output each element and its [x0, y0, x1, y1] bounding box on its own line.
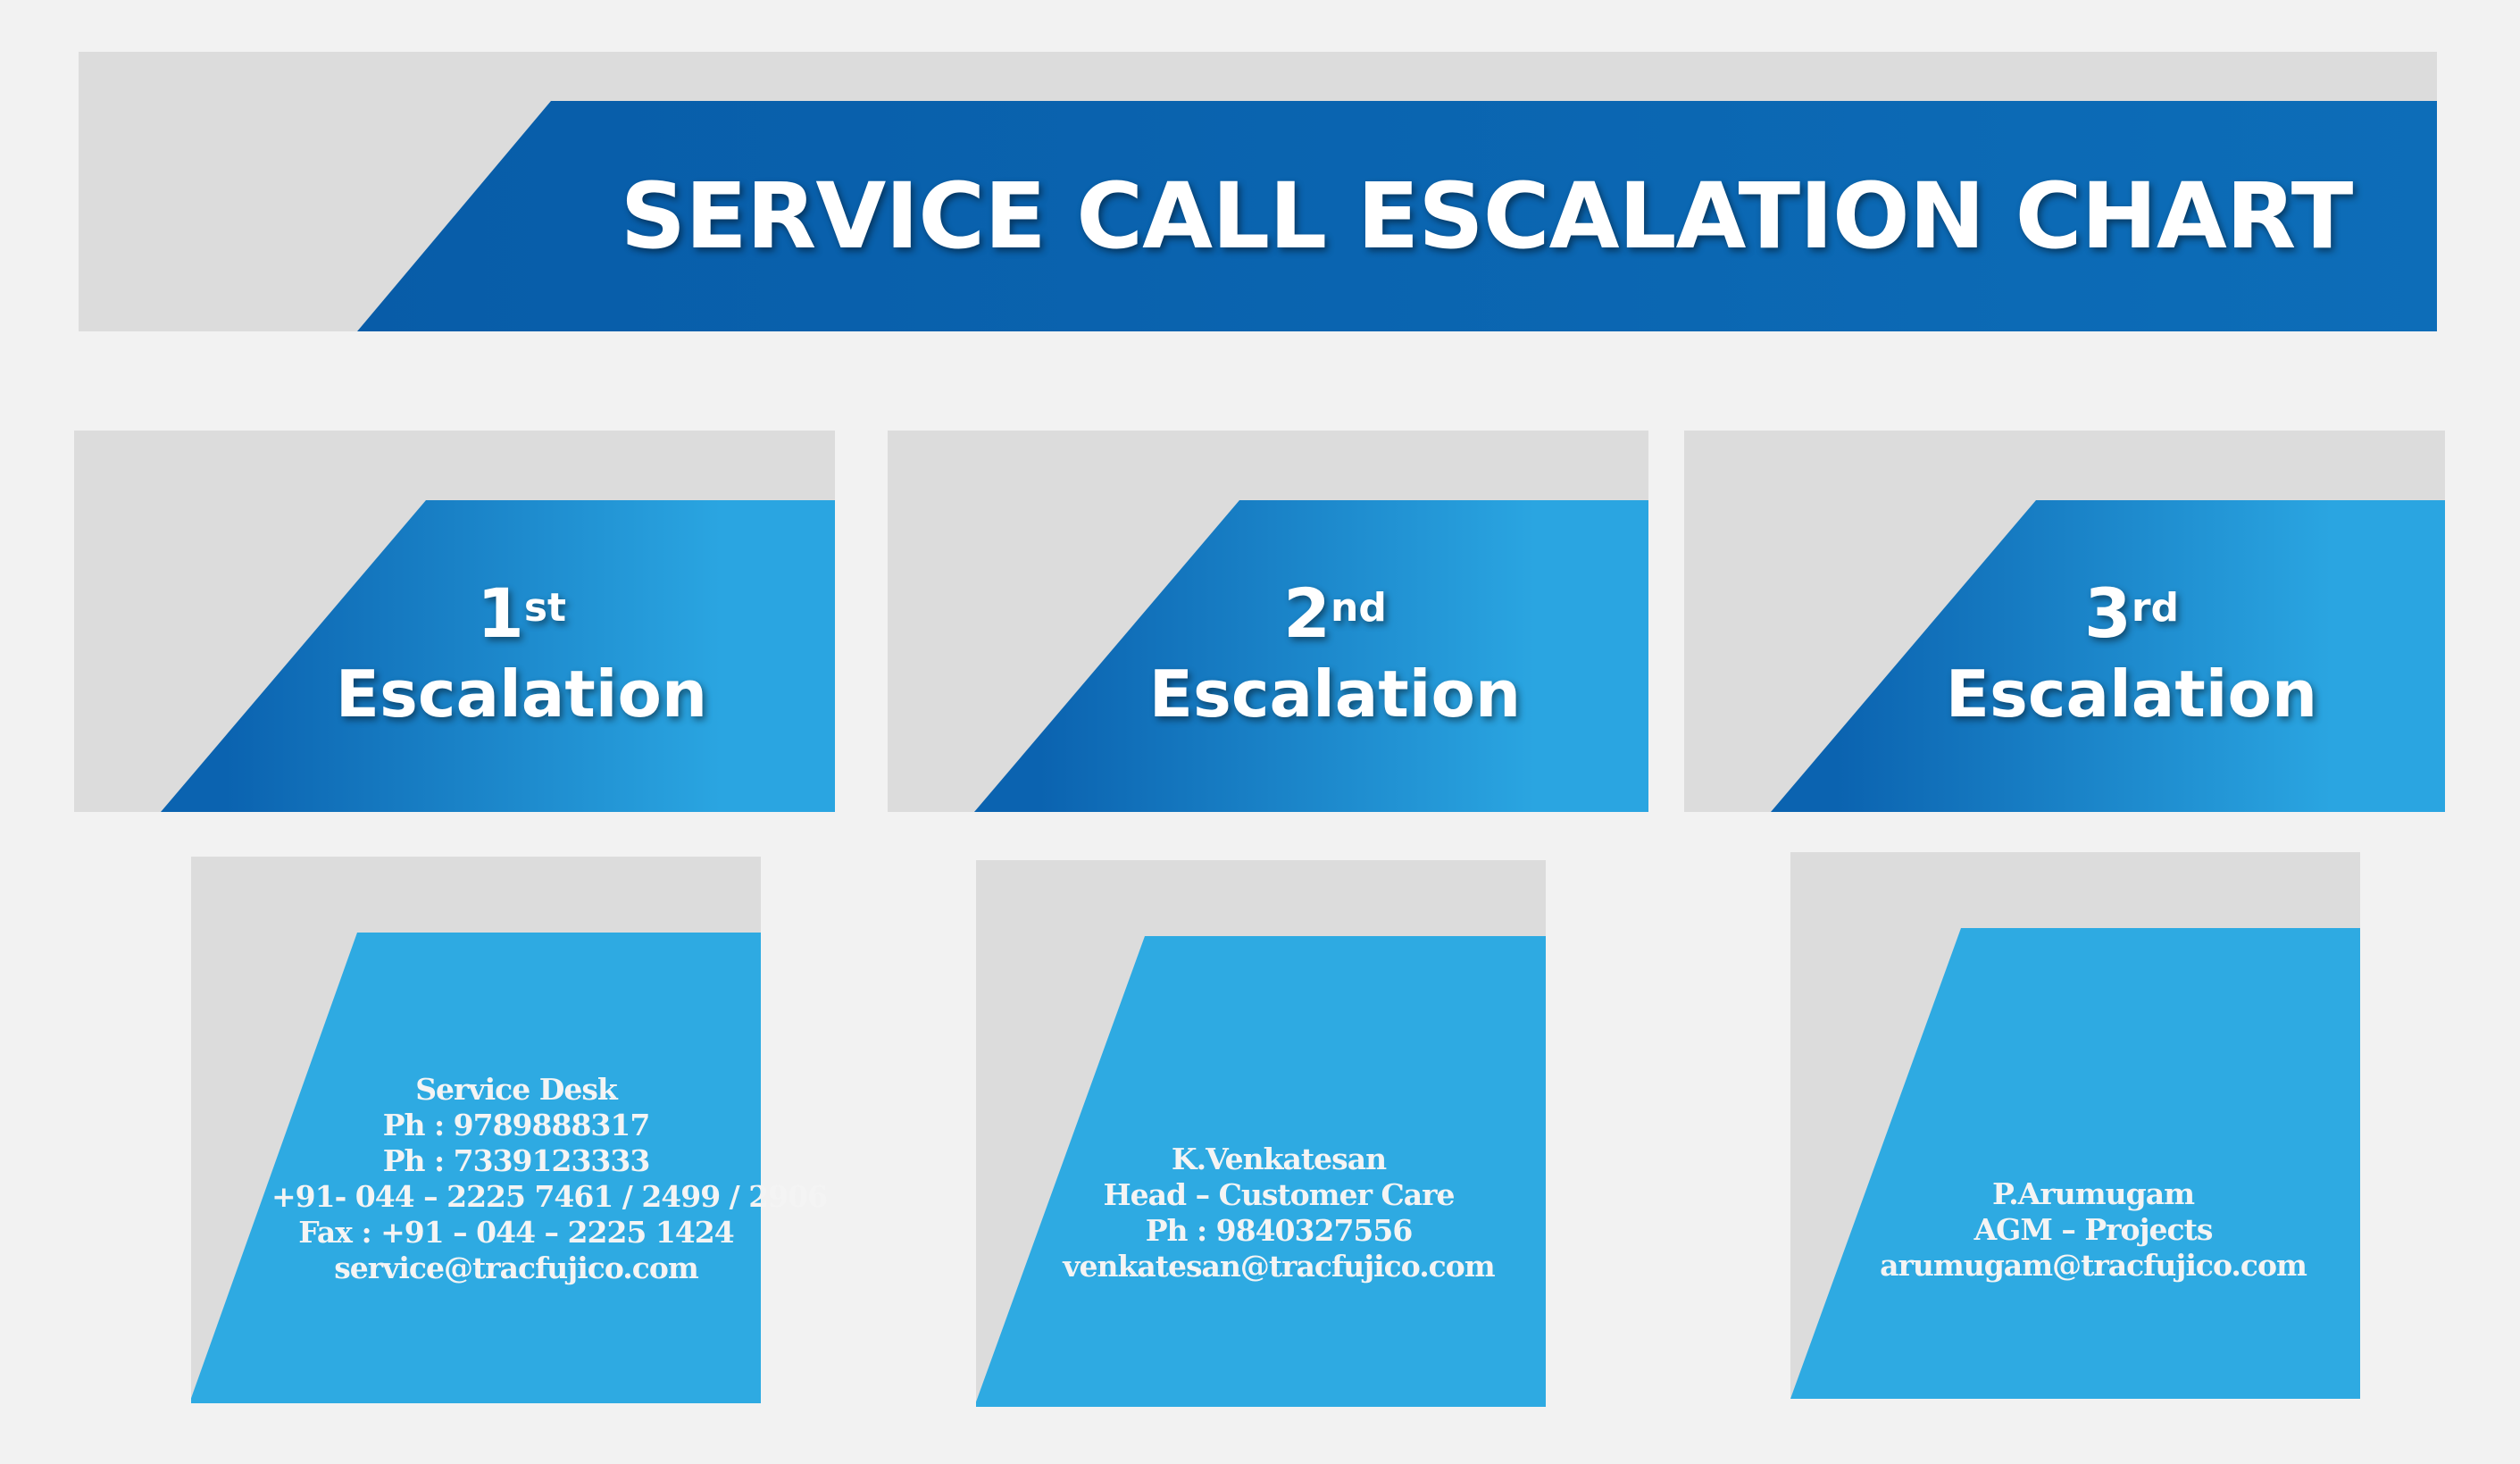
- contact-title: AGM – Projects: [1973, 1212, 2214, 1247]
- level-number: 1: [476, 573, 524, 653]
- level-suffix: rd: [2131, 585, 2180, 631]
- contact-phone: Ph : 9789888317: [382, 1108, 651, 1142]
- contact-name: P.Arumugam: [1991, 1176, 2195, 1211]
- level-label: Escalation: [1945, 657, 2318, 732]
- level-number: 2: [1283, 573, 1331, 653]
- contact-details: K.Venkatesan Head – Customer Care Ph : 9…: [1012, 1142, 1546, 1284]
- contact-box-2: K.Venkatesan Head – Customer Care Ph : 9…: [976, 860, 1546, 1407]
- header-banner: [357, 101, 2437, 331]
- contact-name: K.Venkatesan: [1171, 1142, 1387, 1176]
- contact-details: P.Arumugam AGM – Projects arumugam@tracf…: [1826, 1176, 2360, 1284]
- contact-phone: Ph : 7339123333: [382, 1143, 651, 1178]
- contact-title: Head – Customer Care: [1103, 1177, 1455, 1212]
- level-label: Escalation: [1148, 657, 1522, 732]
- contact-details: Service Desk Ph : 9789888317 Ph : 733912…: [271, 1072, 828, 1286]
- contact-email: venkatesan@tracfujico.com: [1063, 1249, 1495, 1284]
- level-label: Escalation: [335, 657, 708, 732]
- contact-landline: +91- 044 – 2225 7461 / 2499 / 2906: [271, 1179, 828, 1214]
- page-title: SERVICE CALL ESCALATION CHART: [620, 163, 2354, 270]
- contact-panel: [1790, 928, 2360, 1399]
- level-suffix: nd: [1331, 585, 1387, 631]
- level-suffix: st: [523, 585, 567, 631]
- contact-box-1: Service Desk Ph : 9789888317 Ph : 733912…: [191, 857, 828, 1403]
- contact-email: service@tracfujico.com: [334, 1251, 699, 1285]
- contact-box-3: P.Arumugam AGM – Projects arumugam@tracf…: [1790, 852, 2360, 1399]
- contact-phone: Ph : 9840327556: [1145, 1213, 1414, 1248]
- contact-fax: Fax : +91 – 044 – 2225 1424: [298, 1215, 734, 1250]
- level-number: 3: [2083, 573, 2132, 653]
- contact-email: arumugam@tracfujico.com: [1880, 1248, 2307, 1283]
- contact-name: Service Desk: [415, 1072, 618, 1107]
